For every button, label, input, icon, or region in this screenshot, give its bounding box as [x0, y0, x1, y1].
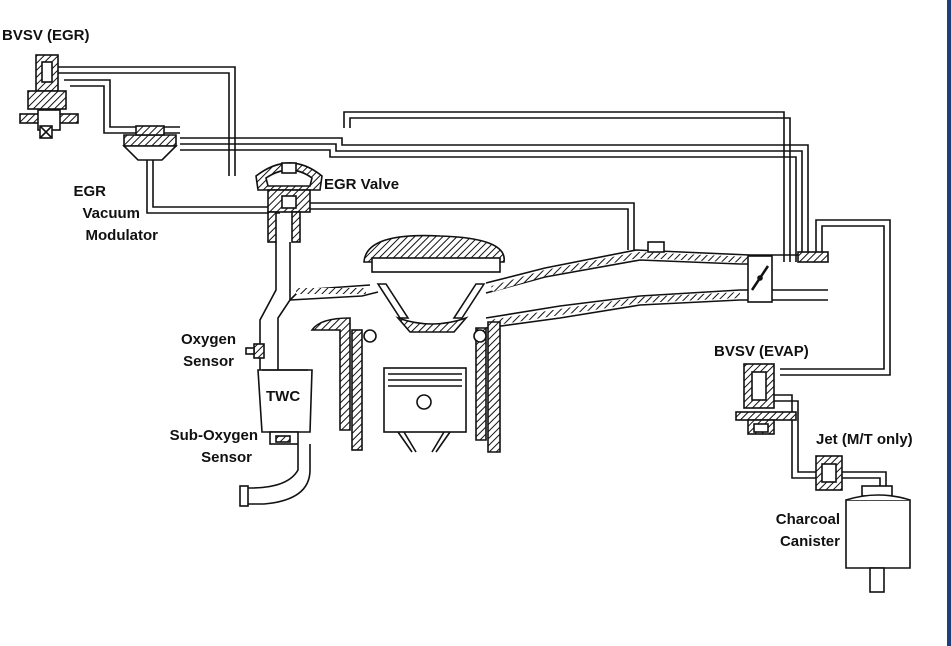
label-oxygen-sensor-line2: Sensor [183, 353, 234, 370]
charcoal-canister-assembly [815, 455, 911, 593]
label-bvsv-evap: BVSV (EVAP) [714, 343, 809, 360]
label-egr-modulator-line3: Modulator [86, 227, 159, 244]
label-sub-oxygen-sensor-line2: Sensor [201, 449, 252, 466]
vacuum-hoses [58, 66, 891, 488]
bvsv-egr-valve [19, 54, 79, 139]
manifolds [259, 241, 829, 370]
egr-valve [255, 162, 323, 243]
label-jet: Jet (M/T only) [816, 431, 913, 448]
labels: BVSV (EGR) EGR Valve EGR Vacuum Modulato… [2, 27, 913, 550]
label-twc: TWC [266, 388, 300, 405]
label-egr-modulator-line1: EGR [73, 183, 106, 200]
egr-vacuum-modulator [122, 125, 178, 161]
label-egr-modulator-line2: Vacuum [82, 205, 140, 222]
label-oxygen-sensor-line1: Oxygen [181, 331, 236, 348]
exhaust-system [239, 343, 313, 507]
label-bvsv-egr: BVSV (EGR) [2, 27, 90, 44]
window-edge [947, 0, 951, 646]
bvsv-evap-valve [735, 363, 797, 435]
label-charcoal-canister-line2: Canister [780, 533, 840, 550]
label-sub-oxygen-sensor-line1: Sub-Oxygen [170, 427, 258, 444]
engine-cylinder [310, 234, 505, 453]
label-egr-valve: EGR Valve [324, 176, 399, 193]
label-charcoal-canister-line1: Charcoal [776, 511, 840, 528]
